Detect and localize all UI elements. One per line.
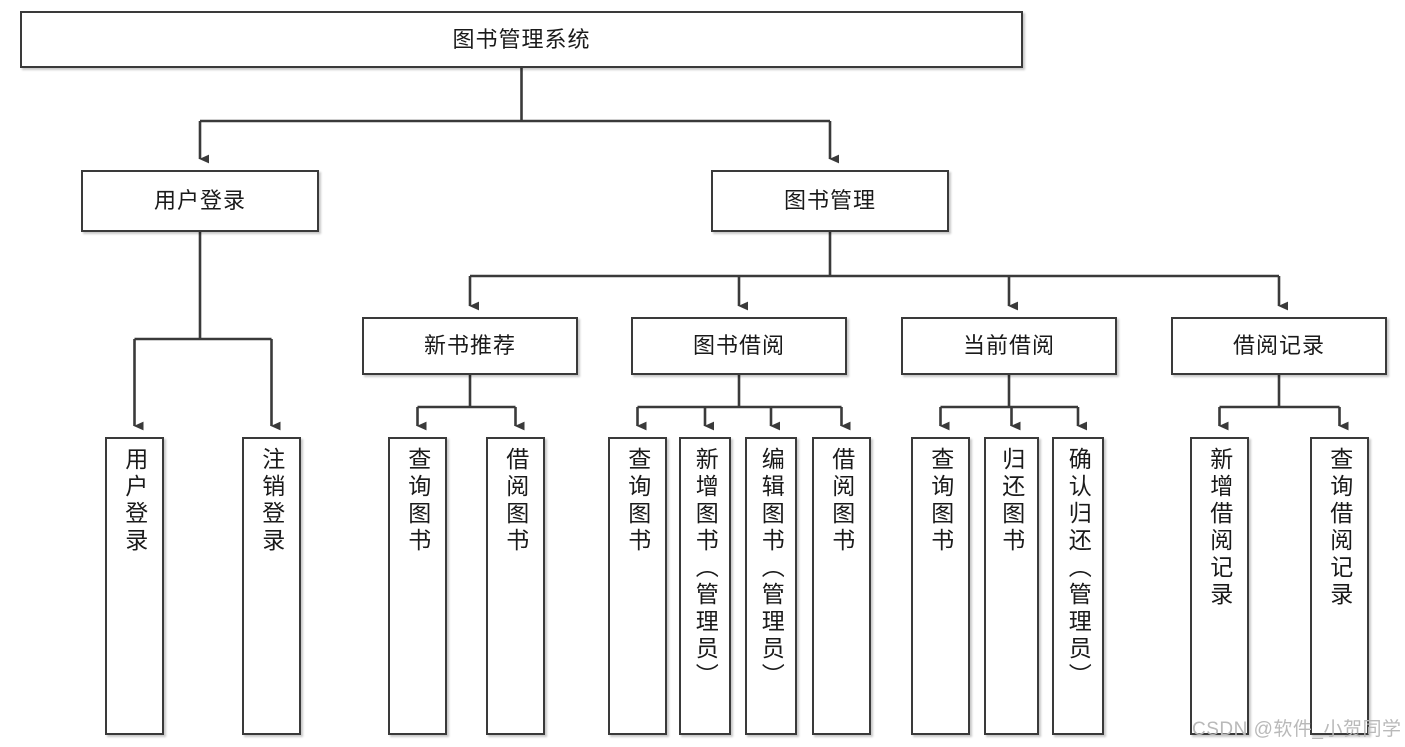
leaf-query-book-current[interactable]: 查询图书 (911, 437, 970, 735)
node-book-borrowing[interactable]: 图书借阅 (631, 317, 847, 375)
node-book-management[interactable]: 图书管理 (711, 170, 949, 232)
node-label: 借阅图书 (828, 447, 855, 555)
node-label: 借阅图书 (502, 447, 529, 555)
node-label: 借阅记录 (1232, 333, 1325, 359)
leaf-query-borrow-record[interactable]: 查询借阅记录 (1310, 437, 1369, 735)
leaf-add-borrow-record[interactable]: 新增借阅记录 (1190, 437, 1249, 735)
node-current-borrowing[interactable]: 当前借阅 (901, 317, 1117, 375)
leaf-return-book[interactable]: 归还图书 (984, 437, 1039, 735)
node-new-book-recommendation[interactable]: 新书推荐 (362, 317, 578, 375)
node-label: 注销登录 (258, 447, 285, 555)
node-label: 用户登录 (153, 188, 246, 214)
node-label: 新增图书（管理员） (692, 447, 719, 690)
node-label: 确认归还（管理员） (1065, 447, 1092, 690)
node-user-login[interactable]: 用户登录 (81, 170, 319, 232)
node-label: 归还图书 (998, 447, 1025, 555)
node-label: 新书推荐 (423, 333, 516, 359)
node-label: 查询借阅记录 (1326, 447, 1353, 609)
node-label: 图书借阅 (692, 333, 785, 359)
leaf-query-book-recommend[interactable]: 查询图书 (388, 437, 447, 735)
leaf-confirm-return-admin[interactable]: 确认归还（管理员） (1052, 437, 1104, 735)
node-label: 查询图书 (624, 447, 651, 555)
node-book-management-system[interactable]: 图书管理系统 (20, 11, 1023, 68)
node-label: 新增借阅记录 (1206, 447, 1233, 609)
leaf-user-login[interactable]: 用户登录 (105, 437, 164, 735)
leaf-add-book-admin[interactable]: 新增图书（管理员） (679, 437, 731, 735)
node-label: 图书管理系统 (452, 26, 591, 52)
node-label: 图书管理 (783, 188, 876, 214)
node-label: 编辑图书（管理员） (758, 447, 785, 690)
node-label: 查询图书 (404, 447, 431, 555)
leaf-borrow-book-recommend[interactable]: 借阅图书 (486, 437, 545, 735)
leaf-query-book[interactable]: 查询图书 (608, 437, 667, 735)
node-label: 用户登录 (121, 447, 148, 555)
leaf-borrow-book[interactable]: 借阅图书 (812, 437, 871, 735)
leaf-logout[interactable]: 注销登录 (242, 437, 301, 735)
leaf-edit-book-admin[interactable]: 编辑图书（管理员） (745, 437, 797, 735)
node-label: 查询图书 (927, 447, 954, 555)
node-borrowing-records[interactable]: 借阅记录 (1171, 317, 1387, 375)
node-label: 当前借阅 (962, 333, 1055, 359)
